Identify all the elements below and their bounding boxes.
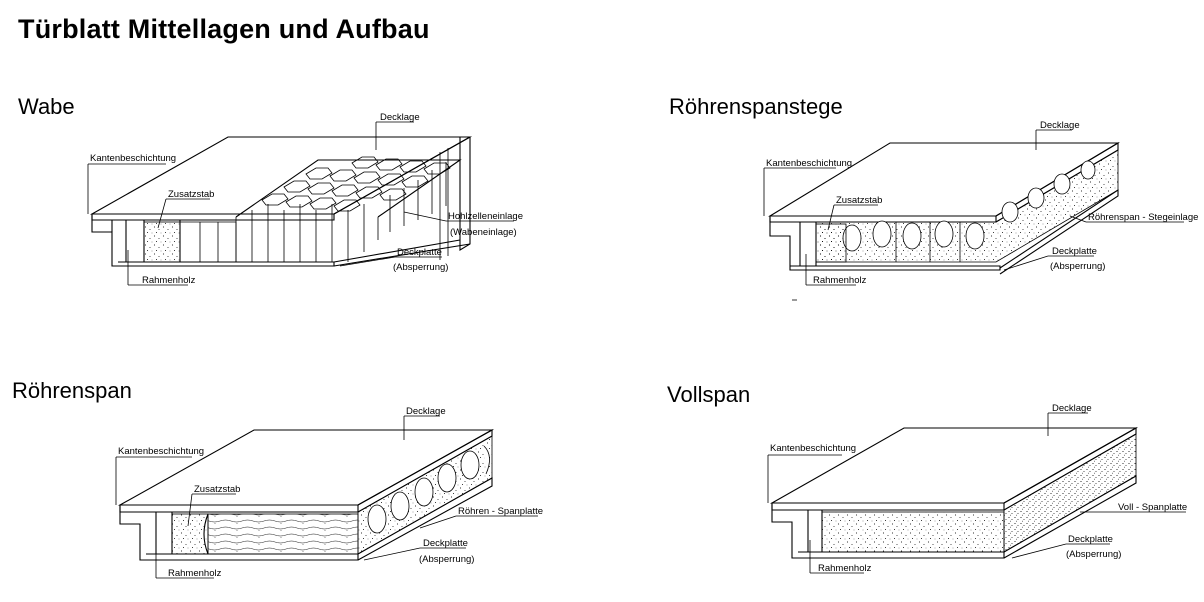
vollspan-drawing <box>769 427 1139 559</box>
wabe-label-deckplatte: Deckplatte <box>397 247 442 258</box>
roehrenspanstege-drawing <box>768 142 1120 275</box>
roehrenspanstege-label-zusatzstab: Zusatzstab <box>836 195 882 206</box>
roehrenspan-label-deckplatte: Deckplatte <box>423 538 468 549</box>
roehrenspanstege-label-deckplatte: Deckplatte <box>1052 246 1097 257</box>
wabe-label-zusatzstab: Zusatzstab <box>168 189 214 200</box>
vollspan-label-insert: Voll - Spanplatte <box>1118 502 1187 513</box>
wabe-label-rahmenholz: Rahmenholz <box>142 275 196 286</box>
section-title-vollspan: Vollspan <box>667 382 751 407</box>
roehrenspanstege-label-insert: Röhrenspan - Stegeinlage <box>1088 212 1198 223</box>
roehrenspan-label-zusatzstab: Zusatzstab <box>194 484 240 495</box>
vollspan-label-decklage: Decklage <box>1052 403 1092 414</box>
wabe-label-insert-sub: (Wabeneinlage) <box>450 227 517 238</box>
roehrenspan-label-rahmenholz: Rahmenholz <box>168 568 222 579</box>
roehrenspanstege-label-decklage: Decklage <box>1040 120 1080 131</box>
roehrenspan-label-decklage: Decklage <box>406 406 446 417</box>
wabe-label-deckplatte-sub: (Absperrung) <box>393 262 448 273</box>
vollspan-label-deckplatte: Deckplatte <box>1068 534 1113 545</box>
roehrenspan-label-insert: Röhren - Spanplatte <box>458 506 543 517</box>
vollspan-label-rahmenholz: Rahmenholz <box>818 563 872 574</box>
wabe-label-kanten: Kantenbeschichtung <box>90 153 176 164</box>
vollspan-label-deckplatte-sub: (Absperrung) <box>1066 549 1121 560</box>
wabe-label-insert: Hohlzelleneinlage <box>448 211 523 222</box>
section-title-roehrenspan: Röhrenspan <box>12 378 132 403</box>
roehrenspanstege-label-kanten: Kantenbeschichtung <box>766 158 852 169</box>
roehrenspanstege-label-deckplatte-sub: (Absperrung) <box>1050 261 1105 272</box>
roehrenspan-label-deckplatte-sub: (Absperrung) <box>419 554 474 565</box>
vollspan-label-kanten: Kantenbeschichtung <box>770 443 856 454</box>
wabe-drawing <box>89 136 473 267</box>
wabe-label-decklage: Decklage <box>380 112 420 123</box>
section-title-wabe: Wabe <box>18 94 75 119</box>
roehrenspan-drawing <box>117 429 495 561</box>
section-title-roehrenspanstege: Röhrenspanstege <box>669 94 843 119</box>
roehrenspan-label-kanten: Kantenbeschichtung <box>118 446 204 457</box>
page-title: Türblatt Mittellagen und Aufbau <box>18 14 430 44</box>
roehrenspanstege-label-rahmenholz: Rahmenholz <box>813 275 867 286</box>
